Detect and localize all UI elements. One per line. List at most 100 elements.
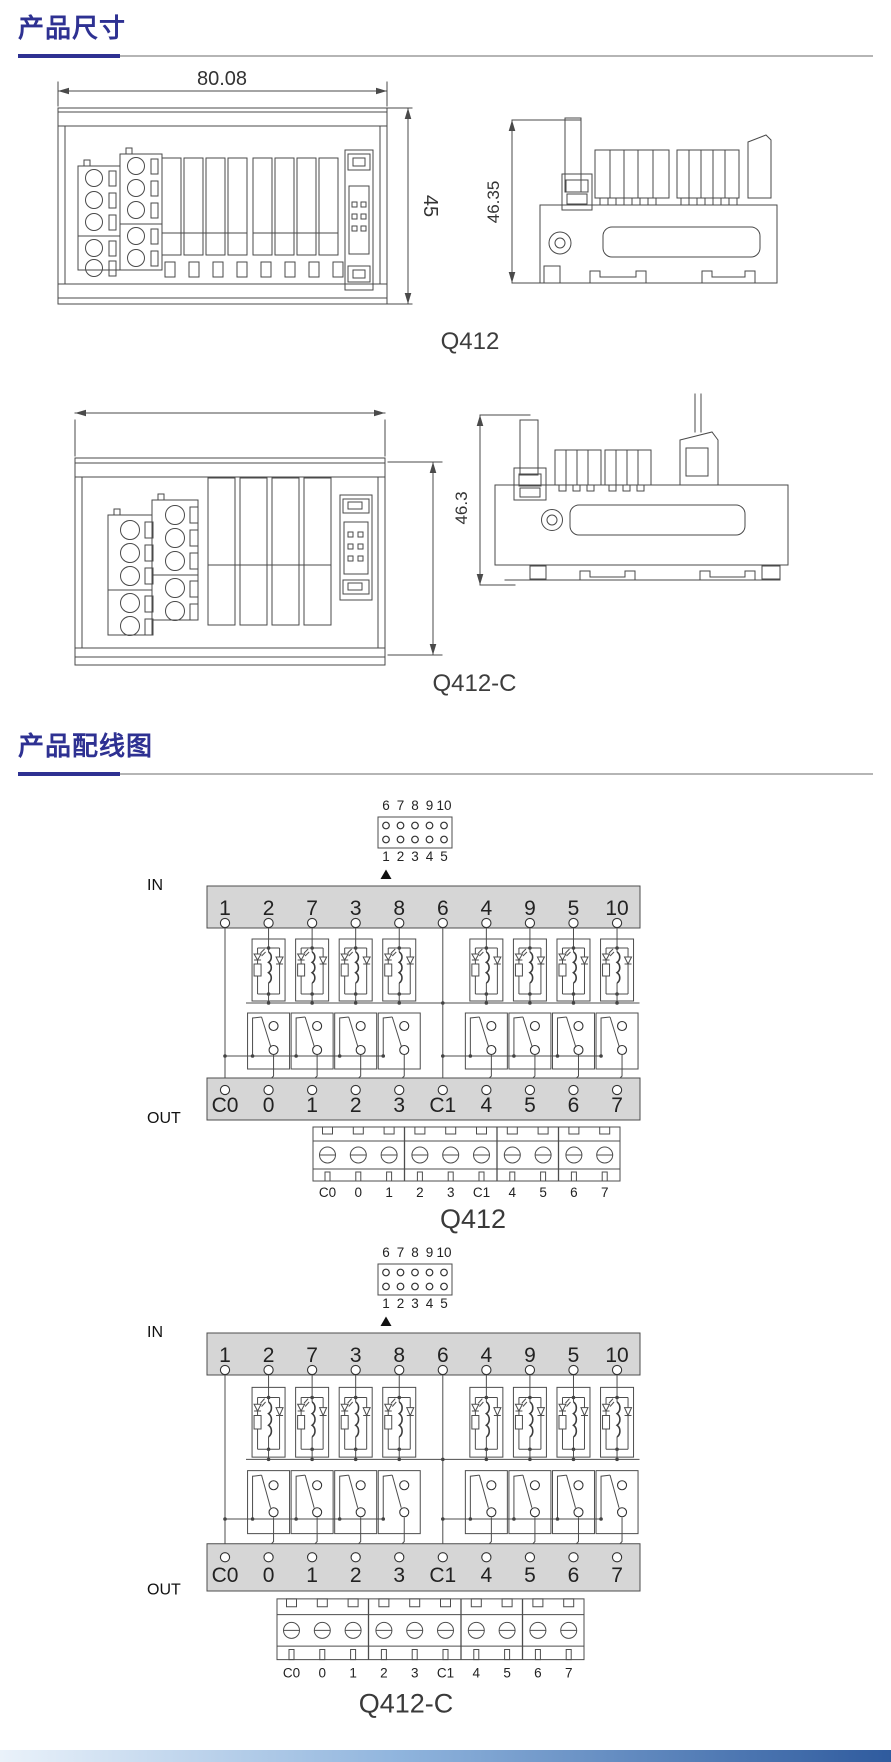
relay-coil (572, 1401, 578, 1438)
screw-terminal-block (77, 159, 121, 277)
width-dimension-label: 80.08 (197, 68, 247, 90)
strip-terminal-label: C1 (437, 1666, 454, 1681)
led-icon (340, 953, 350, 961)
diode-icon (405, 1407, 415, 1417)
in-terminal-label: 4 (481, 897, 493, 920)
in-terminal-label: 2 (263, 897, 275, 920)
contact-switch (551, 1012, 595, 1086)
divider-gray-line (18, 55, 873, 57)
connector-pin-label: 4 (426, 1296, 434, 1311)
side-height-dimension-label: 46.35 (484, 181, 503, 224)
in-terminal-label: 8 (393, 1344, 405, 1367)
relay (295, 927, 330, 1005)
connector-pin-label: 10 (436, 1245, 451, 1260)
relay (295, 1374, 330, 1462)
module-body (494, 484, 789, 581)
strip-terminal-label: 7 (565, 1666, 573, 1681)
screw-terminal-block (151, 493, 199, 621)
connector-pin-label: 3 (411, 849, 419, 864)
relay (251, 927, 286, 1005)
in-terminal-label: 9 (524, 897, 536, 920)
dimensions-section-header: 产品尺寸 (18, 8, 873, 58)
view-caption-q412: Q412 (440, 328, 500, 355)
relay-slots (207, 477, 332, 626)
section-divider (18, 772, 873, 776)
relay-slots (161, 157, 339, 256)
side-height-dimension-label: 46.3 (452, 491, 471, 524)
strip-terminal-label: C0 (319, 1185, 336, 1200)
led-indicators (164, 261, 344, 278)
relay-bank (594, 149, 740, 206)
in-terminal-label: 5 (568, 897, 580, 920)
diode-icon (580, 1407, 589, 1417)
screw-terminal-block (107, 508, 154, 636)
led-icon (253, 1403, 262, 1413)
in-terminal-label: 3 (350, 1344, 362, 1367)
strip-terminal-label: 5 (503, 1666, 511, 1681)
strip-terminal-label: C0 (283, 1666, 300, 1681)
height-dimension: 46.35 (484, 119, 581, 284)
led-icon (383, 953, 393, 961)
out-terminal-label: 4 (481, 1564, 493, 1587)
contact-switch (508, 1012, 552, 1086)
diode-icon (623, 1407, 633, 1417)
contact-switch (595, 1012, 639, 1086)
diode-icon (493, 1407, 502, 1417)
strip-terminal-label: 2 (380, 1666, 388, 1681)
contact-switch (508, 1470, 552, 1553)
relay (382, 1374, 417, 1462)
diode-icon (405, 956, 415, 966)
relay-coil (354, 951, 360, 984)
contact-switch (290, 1012, 334, 1086)
out-terminal-label: 2 (350, 1094, 362, 1117)
relay-coil (397, 1401, 403, 1438)
relay (512, 927, 547, 1005)
contact-switch (334, 1470, 378, 1553)
relay-coil (310, 951, 316, 984)
relay-coil (484, 1401, 490, 1438)
connector-pin-label: 7 (397, 1245, 405, 1260)
relay-coil (528, 1401, 534, 1438)
connector-pin-label: 1 (382, 849, 390, 864)
connector-pin-label: 6 (382, 798, 390, 813)
connector-pin-label: 9 (426, 798, 434, 813)
led-icon (558, 953, 567, 961)
contact-switch (334, 1012, 378, 1086)
relay (512, 1374, 547, 1462)
led-icon (558, 1403, 567, 1413)
strip-terminal-label: 0 (319, 1666, 327, 1681)
diagram-caption: Q412-C (359, 1689, 454, 1719)
in-terminal-label: 7 (306, 1344, 318, 1367)
led-icon (514, 953, 524, 961)
pin1-marker-icon (380, 1316, 392, 1326)
q412c-front-view-drawing (74, 409, 443, 666)
led-icon (470, 953, 480, 961)
relay (556, 1374, 591, 1462)
height-dimension-label: 45 (419, 195, 440, 217)
connector-pin-label: 4 (426, 849, 434, 864)
led-icon (340, 1403, 350, 1413)
in-terminal-label: 6 (437, 897, 449, 920)
relay (469, 1374, 504, 1462)
out-terminal-label: 1 (306, 1564, 318, 1587)
in-terminal-label: 8 (393, 897, 405, 920)
strip-terminal-label: 0 (355, 1185, 363, 1200)
width-dimension (74, 409, 386, 457)
connector-shroud (747, 134, 772, 199)
out-terminal-label: 5 (524, 1564, 536, 1587)
out-terminal-label: 2 (350, 1564, 362, 1587)
relay-coil (354, 1401, 360, 1438)
out-terminal-label: 6 (568, 1564, 580, 1587)
connector-shroud-with-cable (679, 393, 719, 486)
relay (338, 927, 373, 1005)
relay-coil (267, 951, 273, 984)
relay-coil (397, 951, 403, 984)
in-terminal-label: 1 (219, 897, 231, 920)
out-terminal-label: 6 (568, 1094, 580, 1117)
divider-accent-line (18, 54, 120, 58)
strip-terminal-label: 3 (447, 1185, 455, 1200)
relay-coil (615, 1401, 621, 1438)
